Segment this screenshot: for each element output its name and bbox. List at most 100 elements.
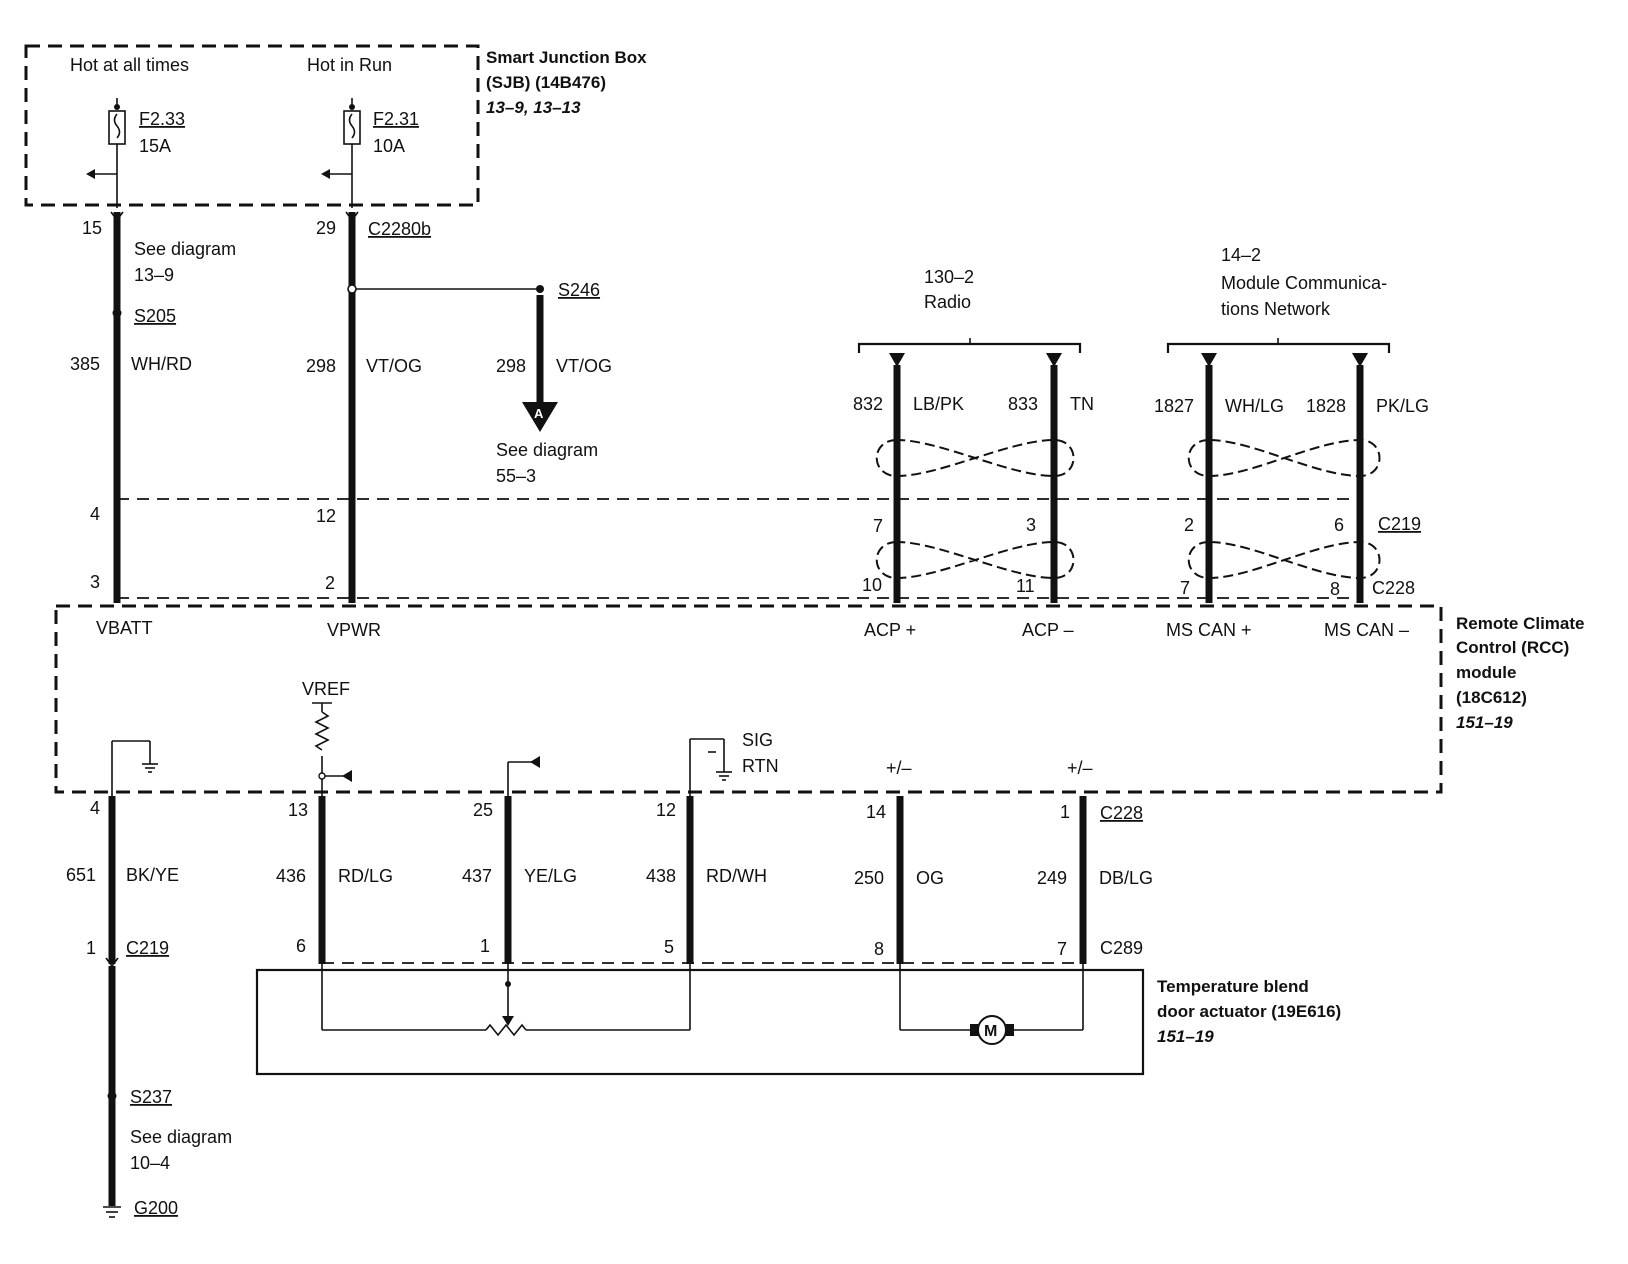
rcc-plus-minus-2: +/– — [1067, 758, 1093, 778]
motor-label: M — [984, 1023, 997, 1040]
rcc-ms-can-plus: MS CAN + — [1166, 620, 1252, 640]
mcn-twist-2 — [1187, 540, 1381, 580]
wire-438-color: RD/WH — [706, 866, 767, 886]
wire-436-color: RD/LG — [338, 866, 393, 886]
mcn-pin-8: 8 — [1330, 579, 1340, 599]
splice-s246 — [536, 285, 544, 293]
ground-g200-label: G200 — [134, 1198, 178, 1218]
wire-298-num: 298 — [306, 356, 336, 376]
sig-rtn-ground-icon — [689, 738, 732, 800]
rcc-rtn: RTN — [742, 756, 779, 776]
pin-29: 29 — [316, 218, 336, 238]
actuator-motor-icon — [899, 964, 1084, 1045]
actuator-outline — [255, 968, 1145, 1076]
wire-438-num: 438 — [646, 866, 676, 886]
mcn-pin-2: 2 — [1184, 515, 1194, 535]
wire-832-num: 832 — [853, 394, 883, 414]
wire-1828-num: 1828 — [1306, 396, 1346, 416]
sjb-part: (SJB) (14B476) — [486, 73, 606, 92]
actuator-title-2: door actuator (19E616) — [1157, 1002, 1341, 1021]
see-diagram-3-ref: 10–4 — [130, 1153, 170, 1173]
see-diagram-2: See diagram — [496, 440, 598, 460]
fuse1-rating: 15A — [139, 136, 171, 156]
fuse-f2-31 — [321, 98, 361, 208]
rcc-part: (18C612) — [1456, 688, 1527, 707]
splice-s246-label: S246 — [558, 280, 600, 300]
rcc-vbatt: VBATT — [96, 618, 153, 638]
c289-pin-7: 7 — [1057, 939, 1067, 959]
connector-c2280b: C2280b — [368, 219, 431, 239]
fuse2-id: F2.31 — [373, 109, 419, 129]
radio-ref: 130–2 — [924, 267, 974, 287]
rcc-title-3: module — [1456, 663, 1516, 682]
radio-name: Radio — [924, 292, 971, 312]
fuse2-rating: 10A — [373, 136, 405, 156]
lower-pin-4: 4 — [90, 798, 100, 818]
mcn-name-2: tions Network — [1221, 299, 1331, 319]
rcc-sig: SIG — [742, 730, 773, 750]
actuator-title-1: Temperature blend — [1157, 977, 1309, 996]
lower-pin-25: 25 — [473, 800, 493, 820]
splice-s205-label: S205 — [134, 306, 176, 326]
connector-a-arrow — [522, 402, 558, 432]
vref-resistor-icon — [312, 702, 352, 800]
wire-437-color: YE/LG — [524, 866, 577, 886]
c289-pin-1: 1 — [480, 936, 490, 956]
fuse-f2-33 — [86, 98, 126, 208]
radio-pin-3: 3 — [1026, 515, 1036, 535]
hot-at-all-times-label: Hot at all times — [70, 55, 189, 75]
signal-arrow-icon — [507, 756, 540, 800]
sjb-title: Smart Junction Box — [486, 48, 647, 67]
wire-1828-color: PK/LG — [1376, 396, 1429, 416]
see-diagram-3: See diagram — [130, 1127, 232, 1147]
wire-250-color: OG — [916, 868, 944, 888]
rcc-title-2: Control (RCC) — [1456, 638, 1569, 657]
connector-c289: C289 — [1100, 938, 1143, 958]
rcc-acp-plus: ACP + — [864, 620, 916, 640]
fuse1-id: F2.33 — [139, 109, 185, 129]
pin-2-upper: 2 — [325, 573, 335, 593]
see-diagram-1: See diagram — [134, 239, 236, 259]
rcc-acp-minus: ACP – — [1022, 620, 1074, 640]
wire-298b-num: 298 — [496, 356, 526, 376]
wire-1827-num: 1827 — [1154, 396, 1194, 416]
wire-298b-color: VT/OG — [556, 356, 612, 376]
rcc-outline — [54, 604, 1443, 794]
wire-250-num: 250 — [854, 868, 884, 888]
wire-249-num: 249 — [1037, 868, 1067, 888]
sjb-refs: 13–9, 13–13 — [486, 98, 581, 117]
radio-pin-11: 11 — [1016, 576, 1035, 596]
splice-s237-label: S237 — [130, 1087, 172, 1107]
pin-4-upper: 4 — [90, 504, 100, 524]
mcn-pin-6: 6 — [1334, 515, 1344, 535]
connector-a-label: A — [534, 406, 544, 421]
lower-c219-pin-1: 1 — [86, 938, 96, 958]
splice-s205 — [112, 308, 122, 318]
wire-651-num: 651 — [66, 865, 96, 885]
rcc-vpwr: VPWR — [327, 620, 381, 640]
position-potentiometer-icon — [321, 964, 691, 1037]
ground-g200-icon — [103, 1206, 121, 1218]
lower-pin-1: 1 — [1060, 802, 1070, 822]
wire-833-color: TN — [1070, 394, 1094, 414]
wire-436-num: 436 — [276, 866, 306, 886]
lower-c228: C228 — [1100, 803, 1143, 823]
mcn-twist-1 — [1187, 438, 1381, 478]
mcn-pin-7: 7 — [1180, 578, 1190, 598]
lower-pin-12: 12 — [656, 800, 676, 820]
lower-pin-14: 14 — [866, 802, 886, 822]
wire-298-color: VT/OG — [366, 356, 422, 376]
rcc-plus-minus-1: +/– — [886, 758, 912, 778]
rcc-ref: 151–19 — [1456, 713, 1513, 732]
see-diagram-1-ref: 13–9 — [134, 265, 174, 285]
c289-pin-6: 6 — [296, 936, 306, 956]
radio-pin-10: 10 — [862, 575, 882, 595]
wire-1827-color: WH/LG — [1225, 396, 1284, 416]
pin-3-upper: 3 — [90, 572, 100, 592]
mcn-name-1: Module Communica- — [1221, 273, 1387, 293]
radio-pin-7: 7 — [873, 516, 883, 536]
radio-twist-2 — [875, 540, 1075, 580]
pin-12-upper: 12 — [316, 506, 336, 526]
splice-s237 — [107, 1091, 117, 1101]
pin-15: 15 — [82, 218, 102, 238]
